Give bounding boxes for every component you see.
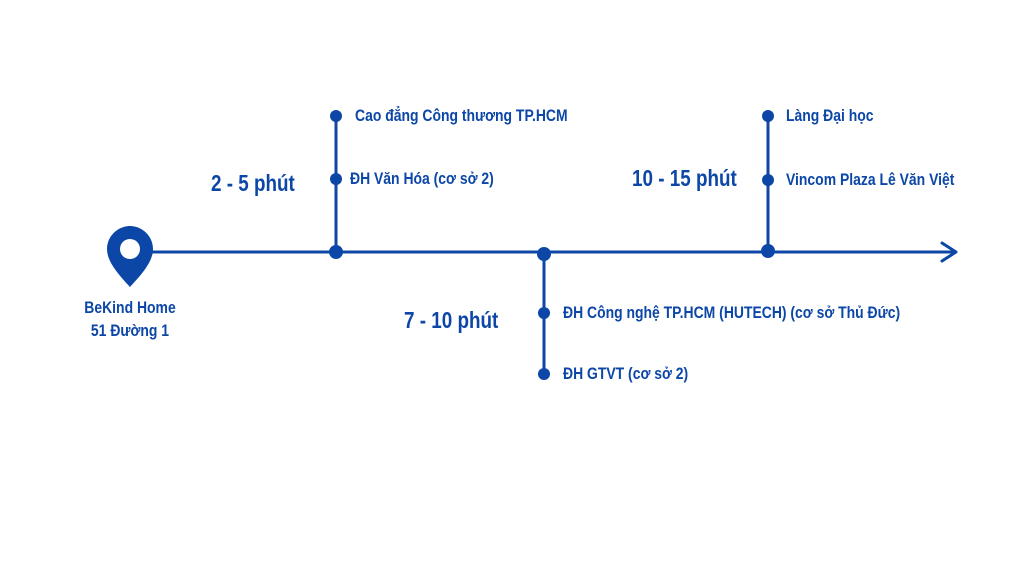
travel-time-2: 7 - 10 phút — [404, 307, 499, 333]
branch-node-1 — [329, 245, 343, 259]
start-label: BeKind Home 51 Đường 1 — [73, 297, 188, 343]
place-dot — [538, 307, 550, 319]
place-dot — [538, 368, 550, 380]
place-label: Cao đẳng Công thương TP.HCM — [355, 106, 568, 125]
place-dot — [330, 110, 342, 122]
start-name: BeKind Home — [84, 298, 176, 317]
location-pin-icon — [107, 226, 153, 287]
travel-time-3: 10 - 15 phút — [632, 165, 737, 191]
place-dot — [762, 174, 774, 186]
place-dot — [762, 110, 774, 122]
place-label: Làng Đại học — [786, 106, 874, 125]
place-label: Vincom Plaza Lê Văn Việt — [786, 170, 955, 189]
place-dot — [330, 173, 342, 185]
branch-node-2 — [537, 247, 551, 261]
place-label: ĐH Công nghệ TP.HCM (HUTECH) (cơ sở Thủ … — [563, 303, 901, 322]
travel-time-1: 2 - 5 phút — [211, 170, 295, 196]
branch-node-3 — [761, 244, 775, 258]
start-address: 51 Đường 1 — [90, 320, 170, 340]
place-label: ĐH GTVT (cơ sở 2) — [563, 364, 689, 383]
arrow-head-icon — [940, 241, 958, 263]
place-label: ĐH Văn Hóa (cơ sở 2) — [350, 169, 494, 188]
